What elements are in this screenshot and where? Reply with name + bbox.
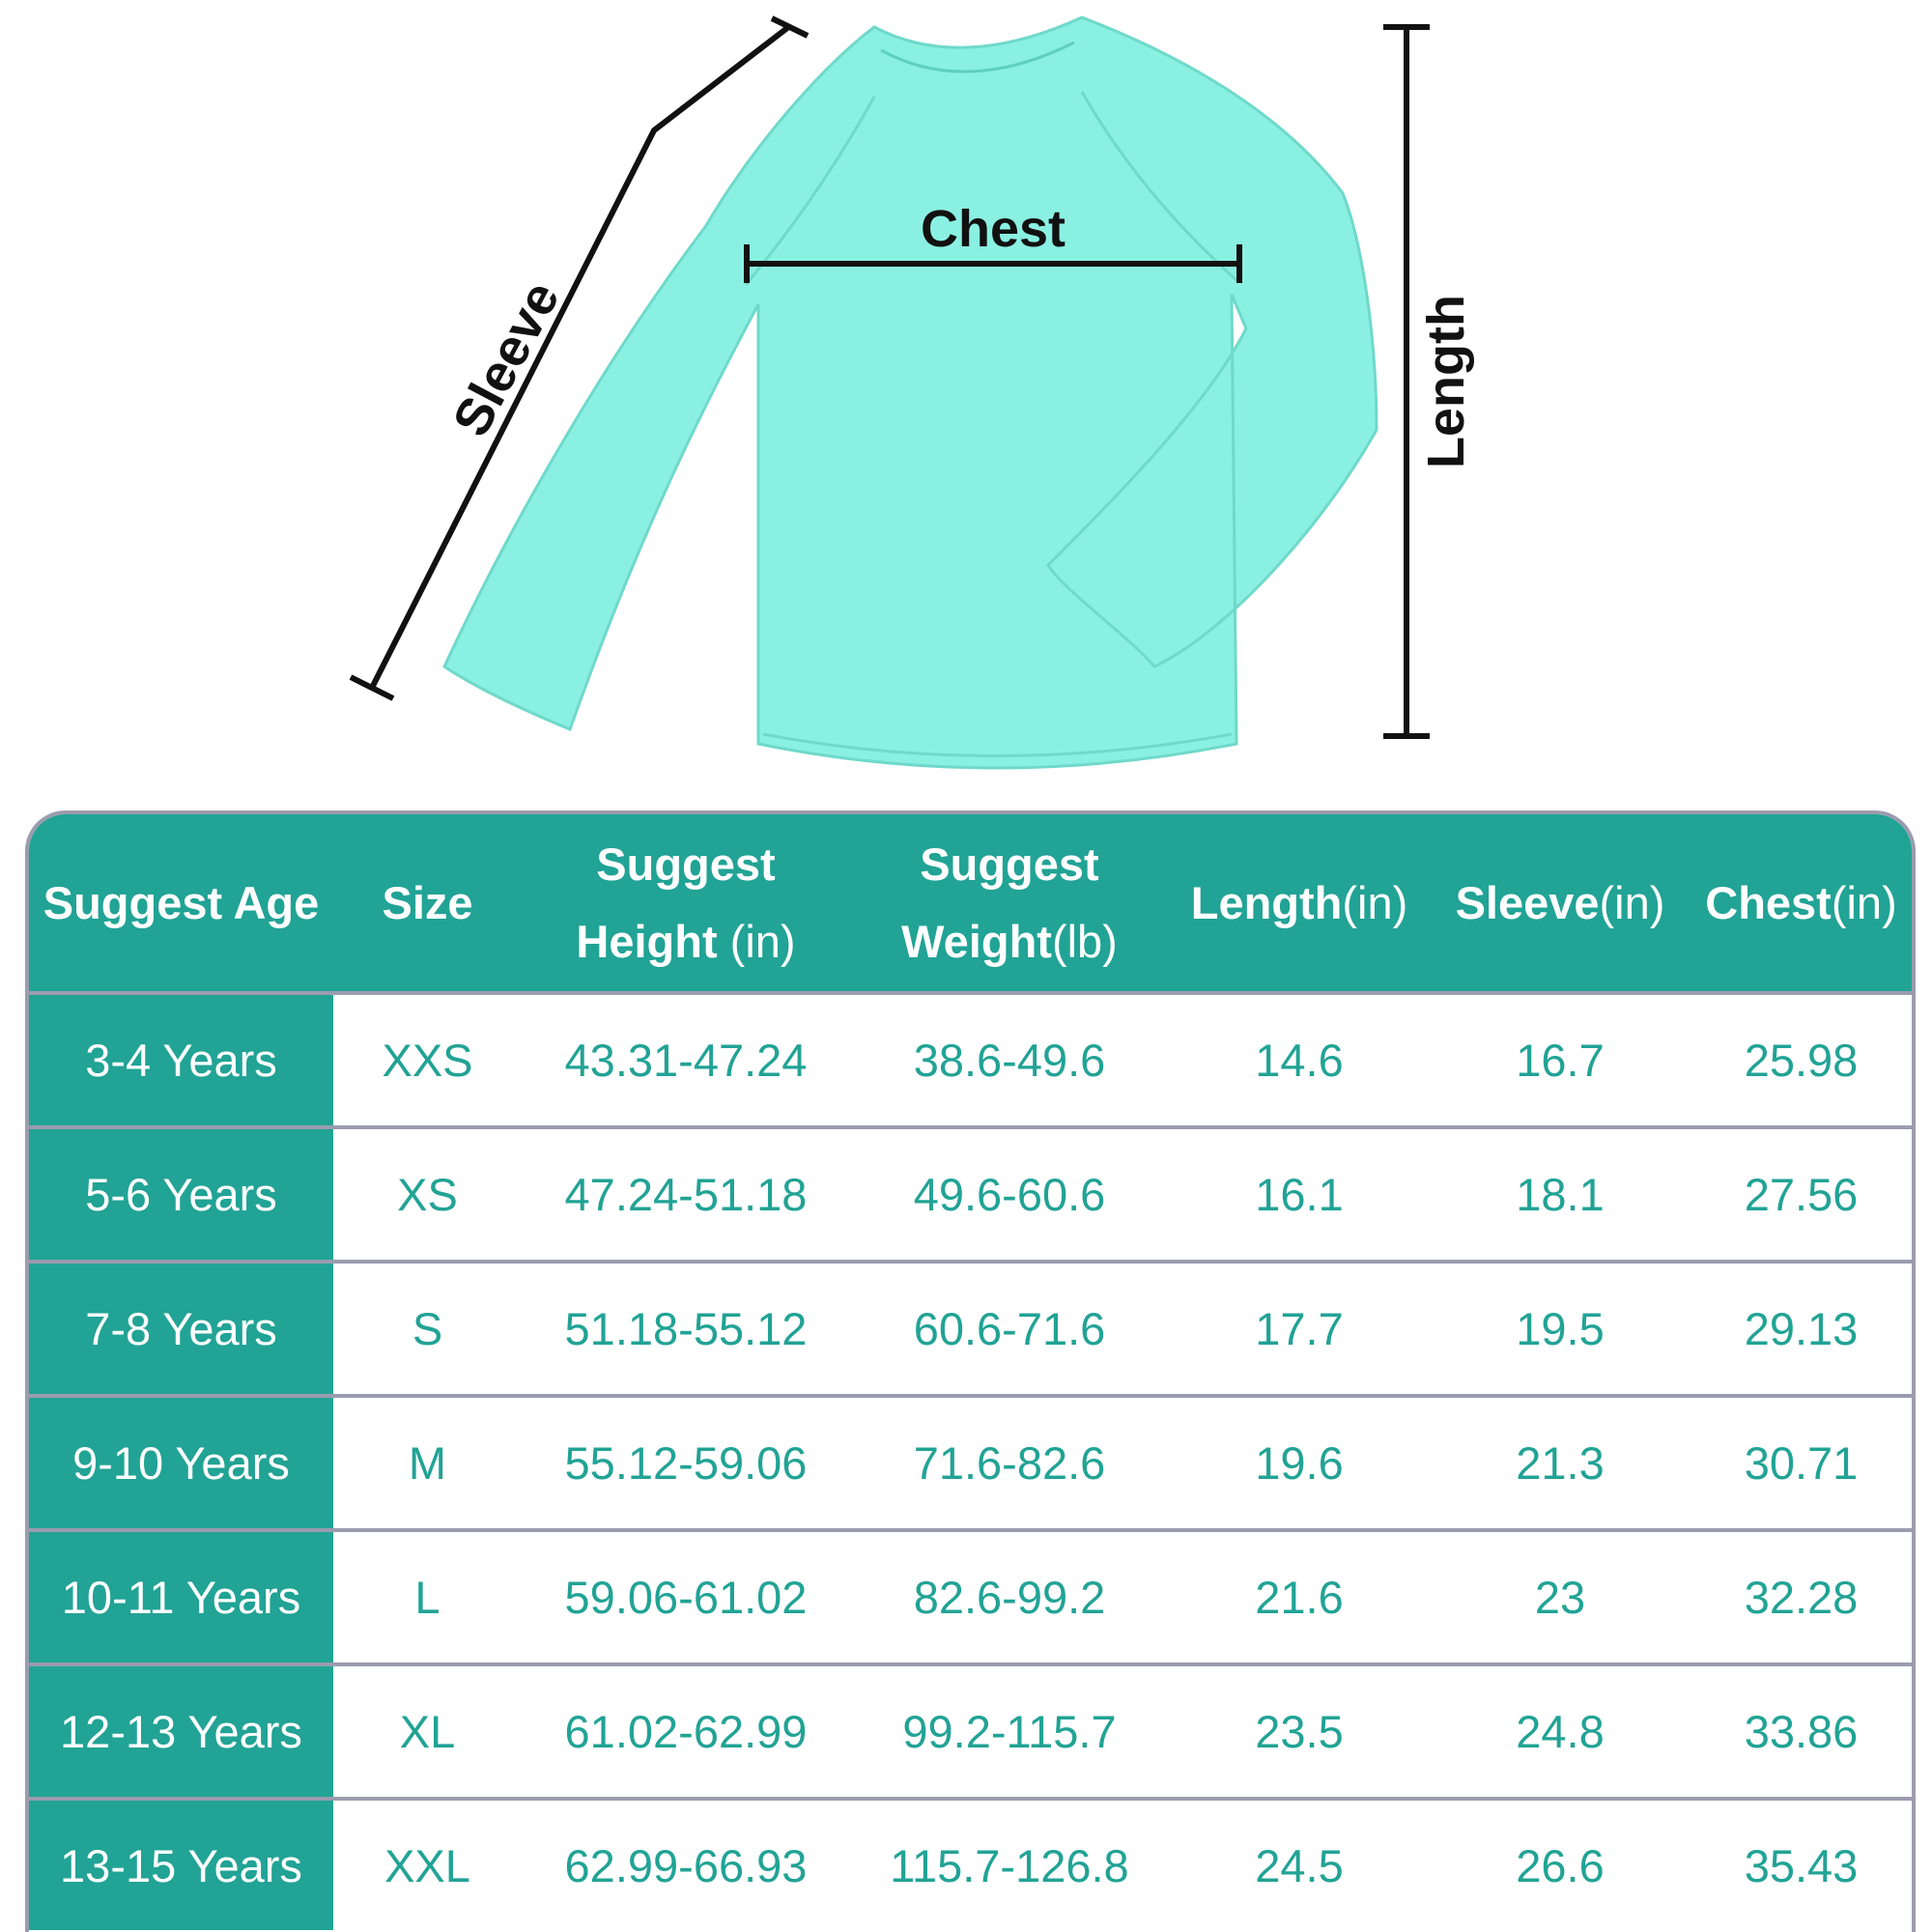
- cell-size: S: [412, 1303, 443, 1354]
- chest-label: Chest: [921, 200, 1065, 258]
- cell-age: 12-13 Years: [29, 1666, 333, 1797]
- cell-sleeve: 26.6: [1516, 1839, 1605, 1891]
- cell-chest: 29.13: [1744, 1303, 1859, 1354]
- shirt-measurement-diagram: Sleeve Chest Length: [349, 15, 1475, 770]
- cell-length: 23.5: [1255, 1706, 1344, 1757]
- table-header-row: Suggest Age Size Suggest Height (in) Sug…: [29, 814, 1912, 995]
- header-length: Length(in): [1190, 876, 1408, 928]
- table-row: 7-8 Years S 51.18-55.12 60.6-71.6 17.7 1…: [29, 1264, 1912, 1398]
- cell-age: 5-6 Years: [29, 1129, 333, 1260]
- cell-size: XS: [397, 1169, 458, 1220]
- cell-sleeve: 24.8: [1516, 1706, 1605, 1757]
- table-row: 3-4 Years XXS 43.31-47.24 38.6-49.6 14.6…: [29, 995, 1912, 1129]
- sleeve-measure-cap-bottom: [349, 674, 395, 701]
- shirt-raglan-seam-right: [1080, 91, 1238, 282]
- shirt-hem-seam: [762, 732, 1233, 757]
- cell-sleeve: 16.7: [1516, 1035, 1605, 1086]
- cell-size: L: [414, 1572, 440, 1623]
- table-row: 5-6 Years XS 47.24-51.18 49.6-60.6 16.1 …: [29, 1129, 1912, 1264]
- cell-sleeve: 21.3: [1516, 1437, 1605, 1489]
- cell-weight: 115.7-126.8: [890, 1839, 1129, 1891]
- cell-height: 59.06-61.02: [564, 1572, 808, 1623]
- sleeve-measure-line: [369, 25, 789, 690]
- cell-length: 14.6: [1255, 1035, 1344, 1086]
- cell-size: XL: [399, 1706, 456, 1757]
- header-sleeve: Sleeve(in): [1455, 876, 1665, 928]
- header-suggest-weight: Suggest Weight(lb): [901, 838, 1118, 967]
- cell-size: M: [408, 1437, 447, 1489]
- cell-age: 10-11 Years: [29, 1532, 333, 1662]
- table-row: 13-15 Years XXL 62.99-66.93 115.7-126.8 …: [29, 1801, 1912, 1930]
- cell-weight: 60.6-71.6: [913, 1303, 1106, 1354]
- cell-chest: 35.43: [1744, 1839, 1859, 1891]
- cell-chest: 27.56: [1744, 1169, 1859, 1220]
- cell-size: XXS: [382, 1035, 473, 1086]
- sleeve-label: Sleeve: [441, 272, 570, 445]
- cell-sleeve: 19.5: [1516, 1303, 1605, 1354]
- cell-height: 43.31-47.24: [564, 1035, 808, 1086]
- cell-size: XXL: [384, 1839, 470, 1891]
- header-suggest-height: Suggest Height (in): [576, 838, 796, 967]
- cell-length: 21.6: [1255, 1572, 1344, 1623]
- cell-chest: 25.98: [1744, 1035, 1859, 1086]
- shirt-illustration: [442, 15, 1378, 770]
- cell-height: 62.99-66.93: [564, 1839, 808, 1891]
- cell-weight: 82.6-99.2: [913, 1572, 1106, 1623]
- cell-height: 51.18-55.12: [564, 1303, 808, 1354]
- cell-height: 61.02-62.99: [564, 1706, 808, 1757]
- sleeve-measure-cap-top: [770, 15, 810, 39]
- cell-length: 24.5: [1255, 1839, 1344, 1891]
- cell-age: 7-8 Years: [29, 1264, 333, 1394]
- size-chart-table: Suggest Age Size Suggest Height (in) Sug…: [25, 810, 1916, 1932]
- header-size: Size: [382, 876, 473, 928]
- cell-weight: 71.6-82.6: [913, 1437, 1106, 1489]
- table-row: 12-13 Years XL 61.02-62.99 99.2-115.7 23…: [29, 1666, 1912, 1801]
- cell-weight: 49.6-60.6: [913, 1169, 1106, 1220]
- cell-age: 3-4 Years: [29, 995, 333, 1125]
- cell-chest: 33.86: [1744, 1706, 1859, 1757]
- cell-age: 13-15 Years: [29, 1801, 333, 1930]
- cell-height: 47.24-51.18: [564, 1169, 808, 1220]
- cell-weight: 38.6-49.6: [913, 1035, 1106, 1086]
- table-row: 10-11 Years L 59.06-61.02 82.6-99.2 21.6…: [29, 1532, 1912, 1666]
- header-suggest-age: Suggest Age: [43, 876, 320, 928]
- table-row: 9-10 Years M 55.12-59.06 71.6-82.6 19.6 …: [29, 1398, 1912, 1532]
- cell-sleeve: 18.1: [1516, 1169, 1605, 1220]
- cell-height: 55.12-59.06: [564, 1437, 808, 1489]
- cell-chest: 30.71: [1744, 1437, 1859, 1489]
- shirt-collar-seam: [880, 41, 1075, 73]
- cell-length: 16.1: [1255, 1169, 1344, 1220]
- header-chest: Chest(in): [1705, 876, 1897, 928]
- cell-length: 17.7: [1255, 1303, 1344, 1354]
- cell-weight: 99.2-115.7: [902, 1706, 1117, 1757]
- cell-chest: 32.28: [1744, 1572, 1859, 1623]
- cell-sleeve: 23: [1534, 1572, 1586, 1623]
- cell-age: 9-10 Years: [29, 1398, 333, 1528]
- cell-length: 19.6: [1255, 1437, 1344, 1489]
- length-label: Length: [1417, 295, 1475, 469]
